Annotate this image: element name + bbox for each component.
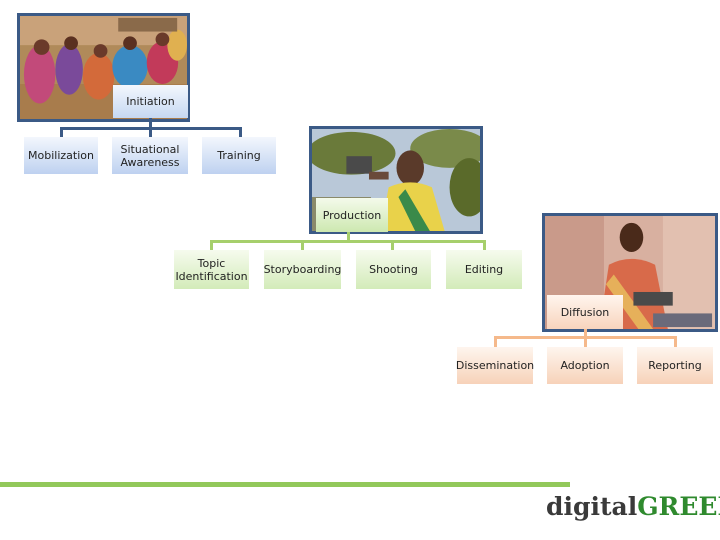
- diffusion-connector-3: [674, 336, 677, 347]
- initiation-connector-2: [149, 127, 152, 137]
- footer-divider: [0, 482, 570, 487]
- topic-identification-box: Topic Identification: [174, 250, 249, 289]
- initiation-connector-1: [60, 127, 63, 137]
- shooting-box: Shooting: [356, 250, 431, 289]
- initiation-connector-vertical: [149, 118, 152, 129]
- logo-part-green: GREEN: [637, 492, 720, 521]
- reporting-box: Reporting: [637, 347, 713, 384]
- adoption-box: Adoption: [547, 347, 623, 384]
- initiation-connector-3: [239, 127, 242, 137]
- dissemination-box: Dissemination: [456, 347, 534, 384]
- production-connector-2: [301, 240, 304, 250]
- mobilization-box: Mobilization: [24, 137, 98, 174]
- diffusion-connector-1: [494, 336, 497, 347]
- training-box: Training: [202, 137, 276, 174]
- production-connector-vertical: [347, 232, 350, 242]
- logo-part-digital: digital: [546, 492, 638, 521]
- storyboarding-box: Storyboarding: [264, 250, 341, 289]
- digital-green-logo: digitalGREEN: [546, 492, 720, 521]
- production-connector-horizontal: [210, 240, 486, 243]
- initiation-label: Initiation: [113, 85, 188, 118]
- production-connector-1: [210, 240, 213, 250]
- production-connector-4: [483, 240, 486, 250]
- diffusion-connector-vertical: [584, 329, 587, 338]
- diffusion-label: Diffusion: [547, 295, 623, 329]
- production-connector-3: [391, 240, 394, 250]
- situational-awareness-box: Situational Awareness: [112, 137, 188, 174]
- editing-box: Editing: [446, 250, 522, 289]
- production-label: Production: [316, 198, 388, 232]
- diffusion-connector-2: [584, 336, 587, 347]
